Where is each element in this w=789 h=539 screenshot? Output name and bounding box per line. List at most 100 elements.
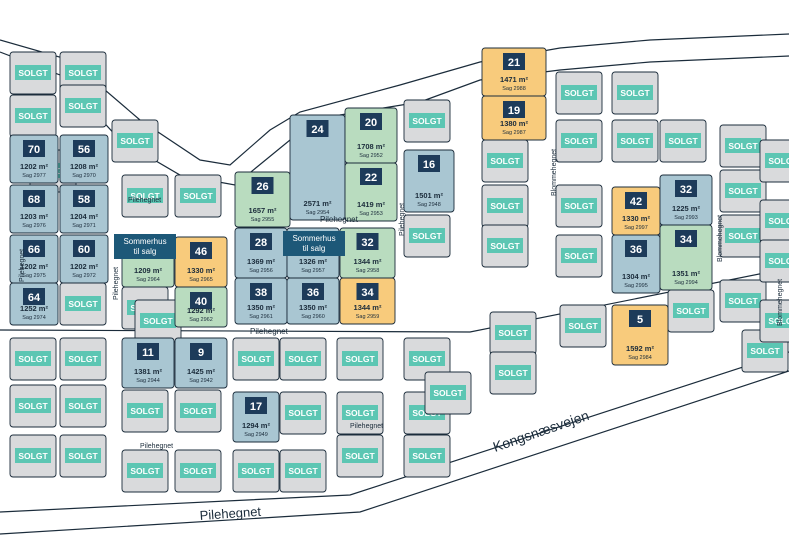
sold-badge-label: SOLGT [564,88,594,98]
sold-badge-label: SOLGT [490,156,520,166]
sold-badge-label: SOLGT [183,406,213,416]
plot-60[interactable] [59,234,109,284]
plot-case: Sag 2960 [301,314,325,320]
sold-badge [409,351,445,366]
plot-number-badge [503,101,525,118]
plot-area: 2571 m² [304,199,332,208]
plot-case: Sag 2988 [502,86,526,92]
sold-badge [487,198,523,213]
summerhouse-banner[interactable] [114,234,176,259]
plot-number: 36 [630,244,642,256]
sold-badge-label: SOLGT [68,299,98,309]
sold-badge [430,385,466,400]
sold-badge-label: SOLGT [143,316,173,326]
plot-56[interactable] [59,134,109,184]
sold-badge [15,351,51,366]
plot-number-badge [190,343,212,360]
plot-number-badge [360,168,382,185]
sold-badge [561,133,597,148]
sold-badge [765,253,789,268]
sold-badge [238,351,274,366]
sold-badge-label: SOLGT [768,156,789,166]
plot-area: 1425 m² [187,367,215,376]
sold-badge-label: SOLGT [18,451,48,461]
sold-badge [561,248,597,263]
plot-number: 28 [255,237,267,249]
plot-36[interactable] [286,277,340,325]
plot-number-badge [23,288,45,305]
plot-68[interactable] [9,184,59,234]
plot-area: 1203 m² [20,212,48,221]
sold-badge-label: SOLGT [668,136,698,146]
sold-badge-label: SOLGT [728,141,758,151]
plot-11[interactable] [121,337,175,389]
plot-case: Sag 2974 [22,315,46,321]
plot-number: 68 [28,194,40,206]
sold-badge [180,463,216,478]
plot-case: Sag 2956 [249,268,273,274]
sold-badge [409,228,445,243]
sold-badge-label: SOLGT [412,354,442,364]
plot-number: 34 [680,234,693,246]
road-label-pilehegnet-inner-5: Pilehegnet [320,215,359,224]
sold-badge-label: SOLGT [728,186,758,196]
sold-badge-label: SOLGT [18,354,48,364]
summerhouse-banner[interactable] [283,231,345,256]
plot-34[interactable] [659,224,713,291]
plot-number: 17 [250,401,262,413]
sold-badge [238,463,274,478]
sold-badge [15,398,51,413]
sold-badge-label: SOLGT [183,191,213,201]
plot-number-badge [250,233,272,250]
plot-area: 1326 m² [299,257,327,266]
plot-number-badge [23,140,45,157]
sold-badge [665,133,701,148]
plot-number-badge [245,397,267,414]
sold-badge-label: SOLGT [564,136,594,146]
plot-number: 24 [311,124,324,136]
sold-badge-label: SOLGT [676,306,706,316]
plot-number: 66 [28,244,40,256]
plot-case: Sag 2953 [359,211,383,217]
plot-22[interactable] [344,162,398,222]
plot-area: 1209 m² [134,266,162,275]
sold-badge-label: SOLGT [120,136,150,146]
plot-number: 32 [680,184,692,196]
plot-case: Sag 2949 [244,432,268,438]
sold-badge [487,238,523,253]
plot-area: 1501 m² [415,191,443,200]
sold-badge [180,188,216,203]
plot-5[interactable] [611,304,669,366]
plot-number-badge [306,120,329,137]
plot-area: 1330 m² [187,266,215,275]
sold-badge-label: SOLGT [68,68,98,78]
plot-number: 11 [142,347,154,359]
plot-case: Sag 2958 [356,268,380,274]
plot-number-badge [73,190,95,207]
sold-badge-label: SOLGT [68,401,98,411]
plot-case: Sag 2955 [251,217,275,223]
sold-badge-label: SOLGT [130,406,160,416]
sold-badge-label: SOLGT [183,466,213,476]
plot-number: 36 [307,287,319,299]
plot-70[interactable] [9,134,59,184]
plot-number: 56 [78,144,90,156]
plot-number: 5 [637,314,643,326]
road-label-pilehegnet-inner-2: Pilehegnet [140,443,173,450]
plot-case: Sag 2997 [624,225,648,231]
plot-area: 1351 m² [672,269,700,278]
plot-number-badge [250,283,272,300]
sold-badge [495,325,531,340]
plot-17[interactable] [232,391,280,443]
plot-58[interactable] [59,184,109,234]
plot-34[interactable] [339,277,396,325]
plot-case: Sag 2971 [72,223,96,229]
plot-area: 1202 m² [70,262,98,271]
plot-number-badge [190,242,212,259]
plot-16[interactable] [403,149,455,213]
plot-9[interactable] [174,337,228,389]
plot-number: 34 [361,287,374,299]
plot-area: 1292 m² [187,306,215,315]
